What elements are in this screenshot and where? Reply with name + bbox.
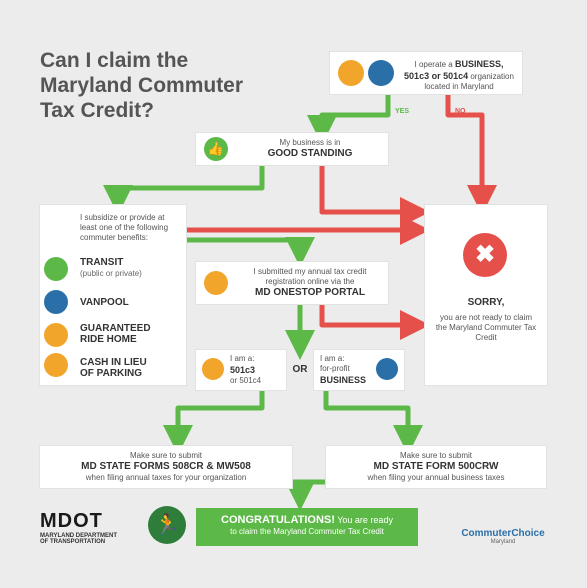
sorry-title: SORRY, — [467, 297, 505, 308]
arrow-yes — [307, 95, 391, 145]
congrats-bold: CONGRATULATIONS! — [221, 514, 335, 526]
good-standing-box: 👍 My business is in GOOD STANDING — [196, 133, 388, 165]
page-title: Can I claim the Maryland Commuter Tax Cr… — [40, 49, 244, 122]
arrow-choice-left — [163, 390, 265, 455]
congrats-banner: CONGRATULATIONS! You are ready to claim … — [196, 508, 418, 546]
choice-right-box: I am a: for-profit BUSINESS — [314, 350, 404, 390]
building-icon-small — [202, 358, 224, 380]
choice-right-line3: BUSINESS — [320, 375, 367, 385]
congrats-text1: You are ready — [337, 515, 393, 525]
good-standing-line2: GOOD STANDING — [267, 148, 353, 159]
choice-left-line2: 501c3 — [230, 365, 256, 375]
mdot-mark: MDOT — [40, 510, 103, 532]
cash-icon — [44, 353, 68, 377]
benefits-intro: I subsidize or provide at least one of t… — [80, 213, 169, 242]
arrow-gs-sorry — [319, 165, 430, 227]
choice-left-box: I am a: 501c3 or 501c4 — [196, 350, 286, 390]
forms-left-line1: Make sure to submit — [129, 451, 203, 460]
building-icon — [338, 60, 364, 86]
start-line3: located in Maryland — [424, 82, 494, 91]
benefit-transit-sub: (public or private) — [80, 269, 142, 278]
forms-left-line2: MD STATE FORMS 508CR & MW508 — [81, 461, 251, 472]
benefit-cash: CASH IN LIEU OF PARKING — [80, 357, 147, 379]
onestop-box: I submitted my annual tax credit registr… — [196, 262, 388, 304]
commuterchoice-sub: Maryland — [490, 539, 516, 545]
cursor-icon — [204, 271, 228, 295]
onestop-line1: I submitted my annual tax credit registr… — [253, 267, 367, 286]
van-icon — [44, 290, 68, 314]
forms-right-line1: Make sure to submit — [399, 451, 473, 460]
arrow-onestop-sorry — [319, 305, 430, 340]
congrats-text2: to claim the Maryland Commuter Tax Credi… — [230, 527, 384, 536]
x-icon: ✖ — [463, 233, 507, 277]
forms-right-line2: MD STATE FORM 500CRW — [373, 461, 499, 472]
yes-label: YES — [395, 108, 409, 115]
arrow-no — [445, 95, 497, 215]
forms-right-box: Make sure to submit MD STATE FORM 500CRW… — [326, 446, 546, 488]
arrow-choice-right — [323, 390, 423, 455]
start-line2-suffix: organization — [470, 72, 514, 81]
onestop-line2: MD ONESTOP PORTAL — [254, 287, 365, 298]
check-icon — [44, 323, 68, 347]
mdot-line1: MARYLAND DEPARTMENT — [40, 533, 117, 539]
start-line2: 501c3 or 501c4 — [404, 71, 469, 81]
start-line1: I operate a — [414, 60, 453, 69]
store-icon-small — [376, 358, 398, 380]
choice-left-line3: or 501c4 — [230, 376, 262, 385]
benefit-transit: TRANSIT — [80, 257, 124, 268]
mdot-line2: OF TRANSPORTATION — [40, 539, 106, 545]
benefit-vanpool: VANPOOL — [80, 297, 129, 308]
arrow-benefits-onestop — [186, 237, 315, 267]
mdot-logo: MDOT MARYLAND DEPARTMENT OF TRANSPORTATI… — [40, 510, 140, 550]
choice-right-line1: I am a: — [320, 354, 345, 363]
benefit-grh: GUARANTEED RIDE HOME — [80, 323, 151, 345]
choice-right-line2: for-profit — [320, 364, 350, 373]
sorry-text: you are not ready to claim the Maryland … — [435, 313, 537, 342]
or-label: OR — [292, 364, 308, 375]
benefits-box: I subsidize or provide at least one of t… — [40, 205, 186, 385]
thumbs-up-icon: 👍 — [204, 137, 228, 161]
start-line1-bold: BUSINESS, — [454, 59, 504, 69]
forms-right-line3: when filing your annual business taxes — [367, 473, 505, 482]
runner-icon: 🏃 — [148, 506, 186, 544]
no-label: NO — [455, 108, 466, 115]
forms-left-box: Make sure to submit MD STATE FORMS 508CR… — [40, 446, 292, 488]
store-icon — [368, 60, 394, 86]
sorry-box: ✖ SORRY, you are not ready to claim the … — [425, 205, 547, 385]
choice-left-line1: I am a: — [230, 354, 255, 363]
forms-left-line3: when filing annual taxes for your organi… — [85, 473, 247, 482]
good-standing-line1: My business is in — [279, 138, 341, 147]
commuterchoice-name: CommuterChoice — [461, 528, 545, 539]
bus-icon — [44, 257, 68, 281]
arrow-gs-benefits — [103, 165, 265, 215]
commuterchoice-logo: CommuterChoice Maryland — [448, 512, 558, 552]
start-box: I operate a BUSINESS, 501c3 or 501c4 org… — [330, 52, 522, 94]
